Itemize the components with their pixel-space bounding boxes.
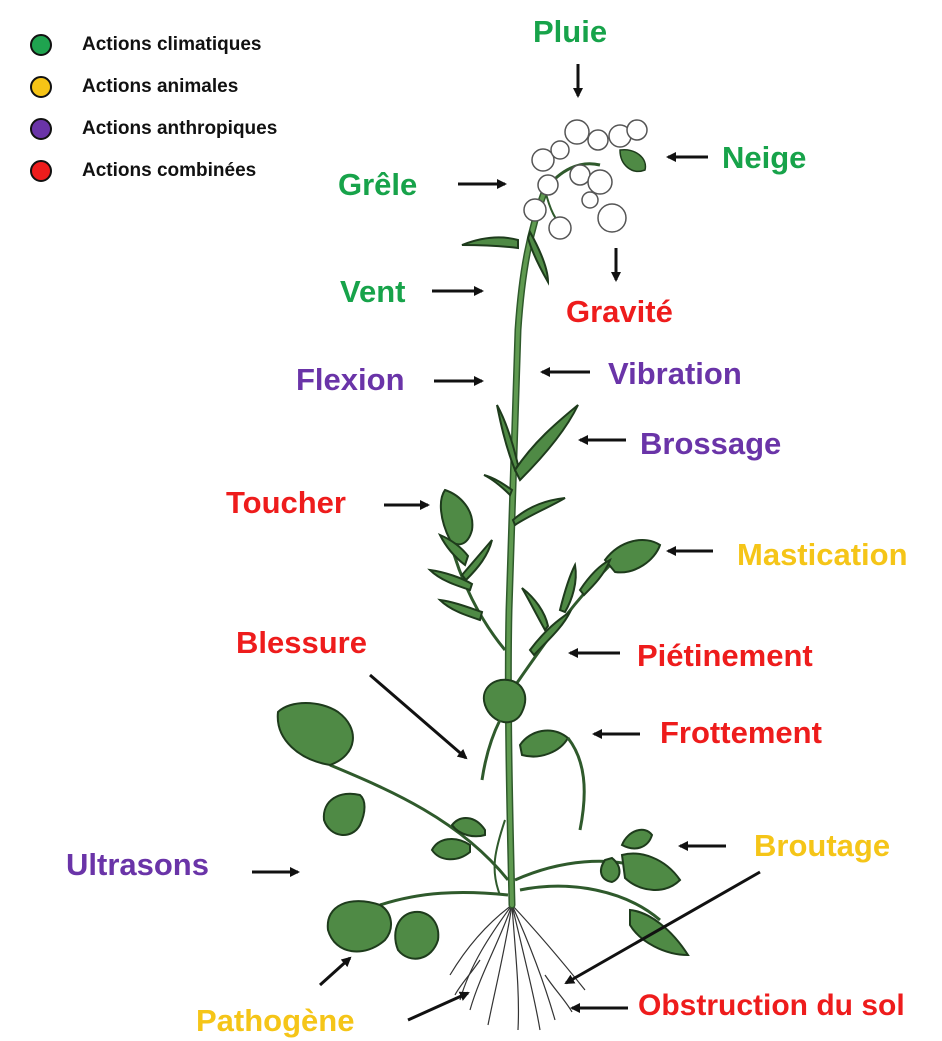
label-obstruction: Obstruction du sol	[638, 991, 905, 1021]
label-flexion: Flexion	[296, 364, 405, 395]
label-neige: Neige	[722, 142, 806, 173]
label-pluie: Pluie	[533, 16, 607, 47]
arrow-blessure	[370, 675, 466, 758]
label-pietinement: Piétinement	[637, 640, 813, 671]
leaves	[278, 232, 688, 959]
legend-label: Actions anthropiques	[82, 118, 277, 140]
legend-label: Actions combinées	[82, 160, 256, 182]
label-grele: Grêle	[338, 169, 417, 200]
label-broutage: Broutage	[754, 830, 890, 861]
legend-dot-anthropiques	[30, 118, 52, 140]
roots	[450, 905, 585, 1030]
legend-item-animales: Actions animales	[30, 66, 277, 108]
label-vent: Vent	[340, 276, 405, 307]
legend-dot-combinees	[30, 160, 52, 182]
label-mastication: Mastication	[737, 539, 908, 570]
label-toucher: Toucher	[226, 487, 346, 518]
label-vibration: Vibration	[608, 358, 742, 389]
stem	[508, 190, 545, 905]
legend-item-climatiques: Actions climatiques	[30, 24, 277, 66]
flower-cluster	[524, 120, 647, 239]
label-pathogene: Pathogène	[196, 1005, 354, 1036]
legend-label: Actions climatiques	[82, 34, 262, 56]
legend-label: Actions animales	[82, 76, 238, 98]
arrow-pathogene-leaf	[320, 958, 350, 985]
label-brossage: Brossage	[640, 428, 781, 459]
label-frottement: Frottement	[660, 717, 822, 748]
arrow-pathogene-roots	[408, 993, 468, 1020]
label-blessure: Blessure	[236, 627, 367, 658]
legend-item-combinees: Actions combinées	[30, 150, 277, 192]
legend: Actions climatiques Actions animales Act…	[30, 24, 277, 192]
legend-item-anthropiques: Actions anthropiques	[30, 108, 277, 150]
label-gravite: Gravité	[566, 296, 673, 327]
label-ultrasons: Ultrasons	[66, 849, 209, 880]
legend-dot-climatiques	[30, 34, 52, 56]
legend-dot-animales	[30, 76, 52, 98]
